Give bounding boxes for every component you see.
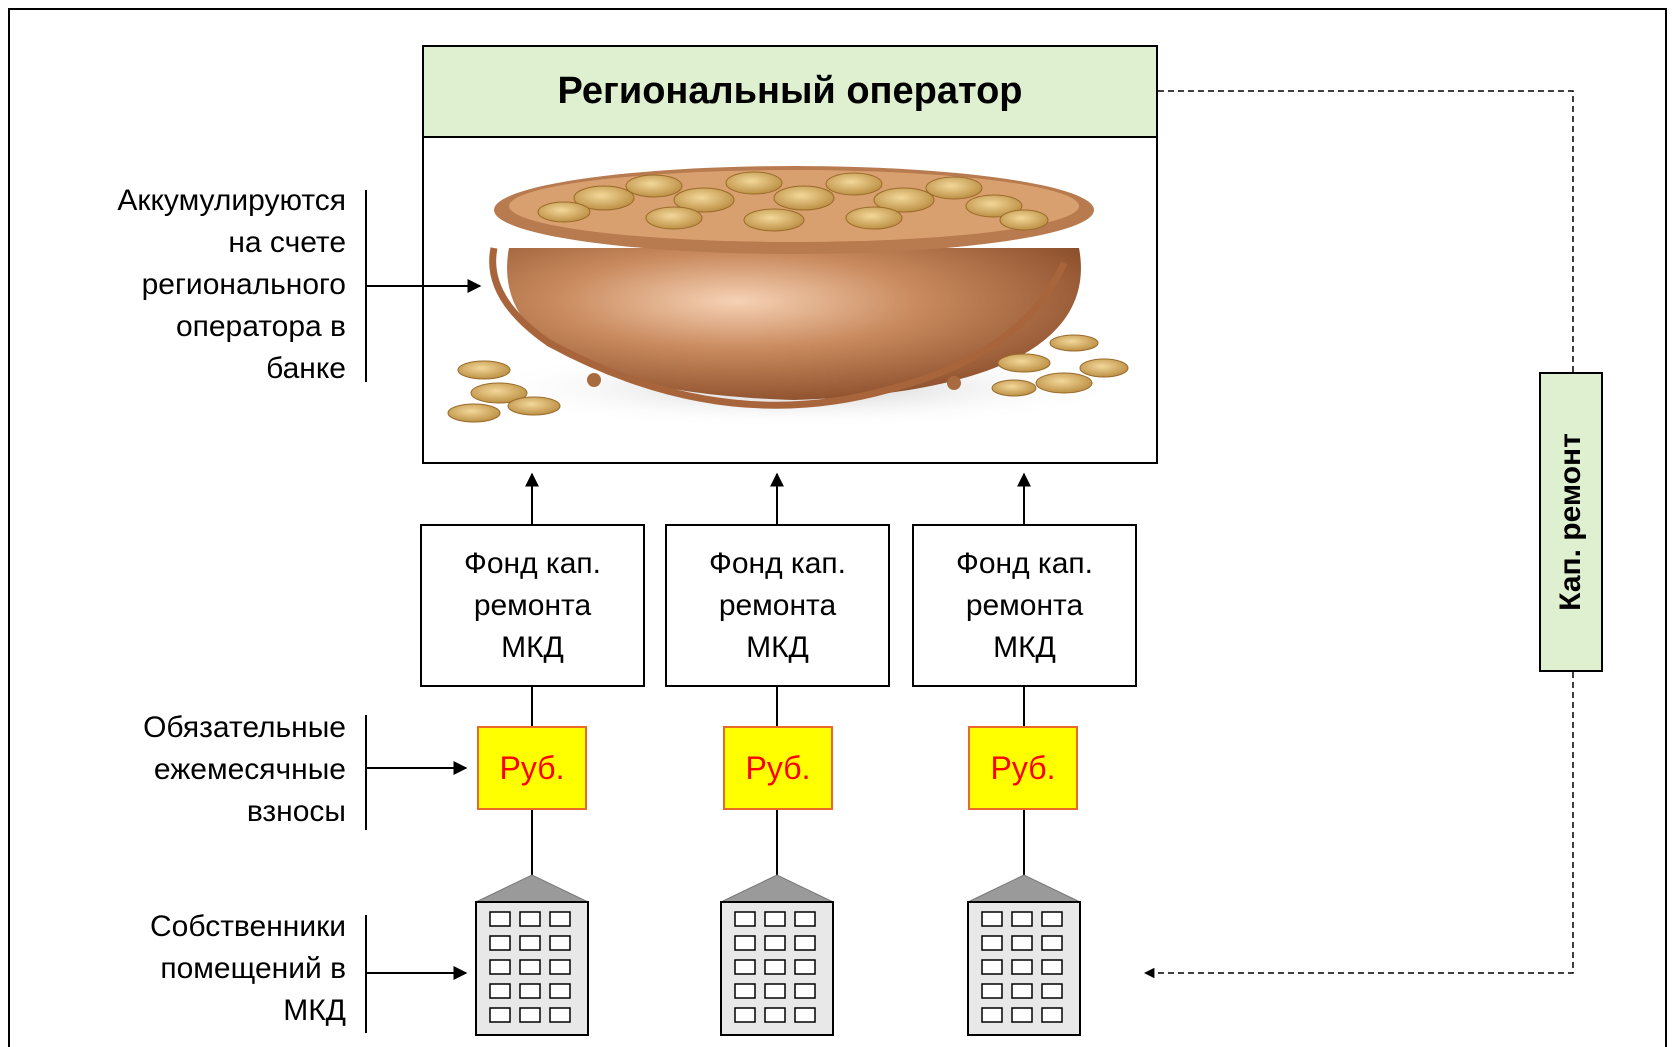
fund-box-3: Фонд кап. ремонта МКД <box>912 524 1137 687</box>
vertical-connectors <box>531 687 1025 875</box>
apartment-building-icon <box>720 874 834 1036</box>
diagram-frame <box>8 8 1667 1047</box>
apartment-building-icon <box>967 874 1081 1036</box>
rub-label: Руб. <box>745 749 811 786</box>
rub-label: Руб. <box>499 749 565 786</box>
fund-box-1: Фонд кап. ремонта МКД <box>420 524 645 687</box>
regional-operator-title: Региональный оператор <box>557 70 1023 112</box>
fund-label: Фонд кап. ремонта МКД <box>464 546 601 664</box>
accumulate-bracket <box>365 190 482 382</box>
rub-contribution-box-2: Руб. <box>723 726 833 810</box>
fund-label: Фонд кап. ремонта МКД <box>709 546 846 664</box>
regional-operator-header: Региональный оператор <box>422 45 1158 138</box>
rub-contribution-box-1: Руб. <box>477 726 587 810</box>
accumulate-label: Аккумулируются на счете регионального оп… <box>117 184 346 385</box>
fund-box-2: Фонд кап. ремонта МКД <box>665 524 890 687</box>
cap-repair-dashed-path <box>1143 90 1574 979</box>
owners-bracket <box>365 915 468 1033</box>
contributions-bracket <box>365 715 468 830</box>
apartment-building-icon <box>475 874 589 1036</box>
owners-label: Собственники помещений в МКД <box>150 910 346 1027</box>
rub-label: Руб. <box>990 749 1056 786</box>
pot-of-coins-icon <box>447 166 1129 428</box>
rub-contribution-box-3: Руб. <box>968 726 1078 810</box>
cap-repair-label-box: Кап. ремонт <box>1539 372 1603 672</box>
fund-label: Фонд кап. ремонта МКД <box>956 546 1093 664</box>
contributions-label: Обязательные ежемесячные взносы <box>143 711 346 828</box>
pot-image-panel <box>422 136 1158 464</box>
fund-to-pot-arrows <box>525 472 1031 524</box>
